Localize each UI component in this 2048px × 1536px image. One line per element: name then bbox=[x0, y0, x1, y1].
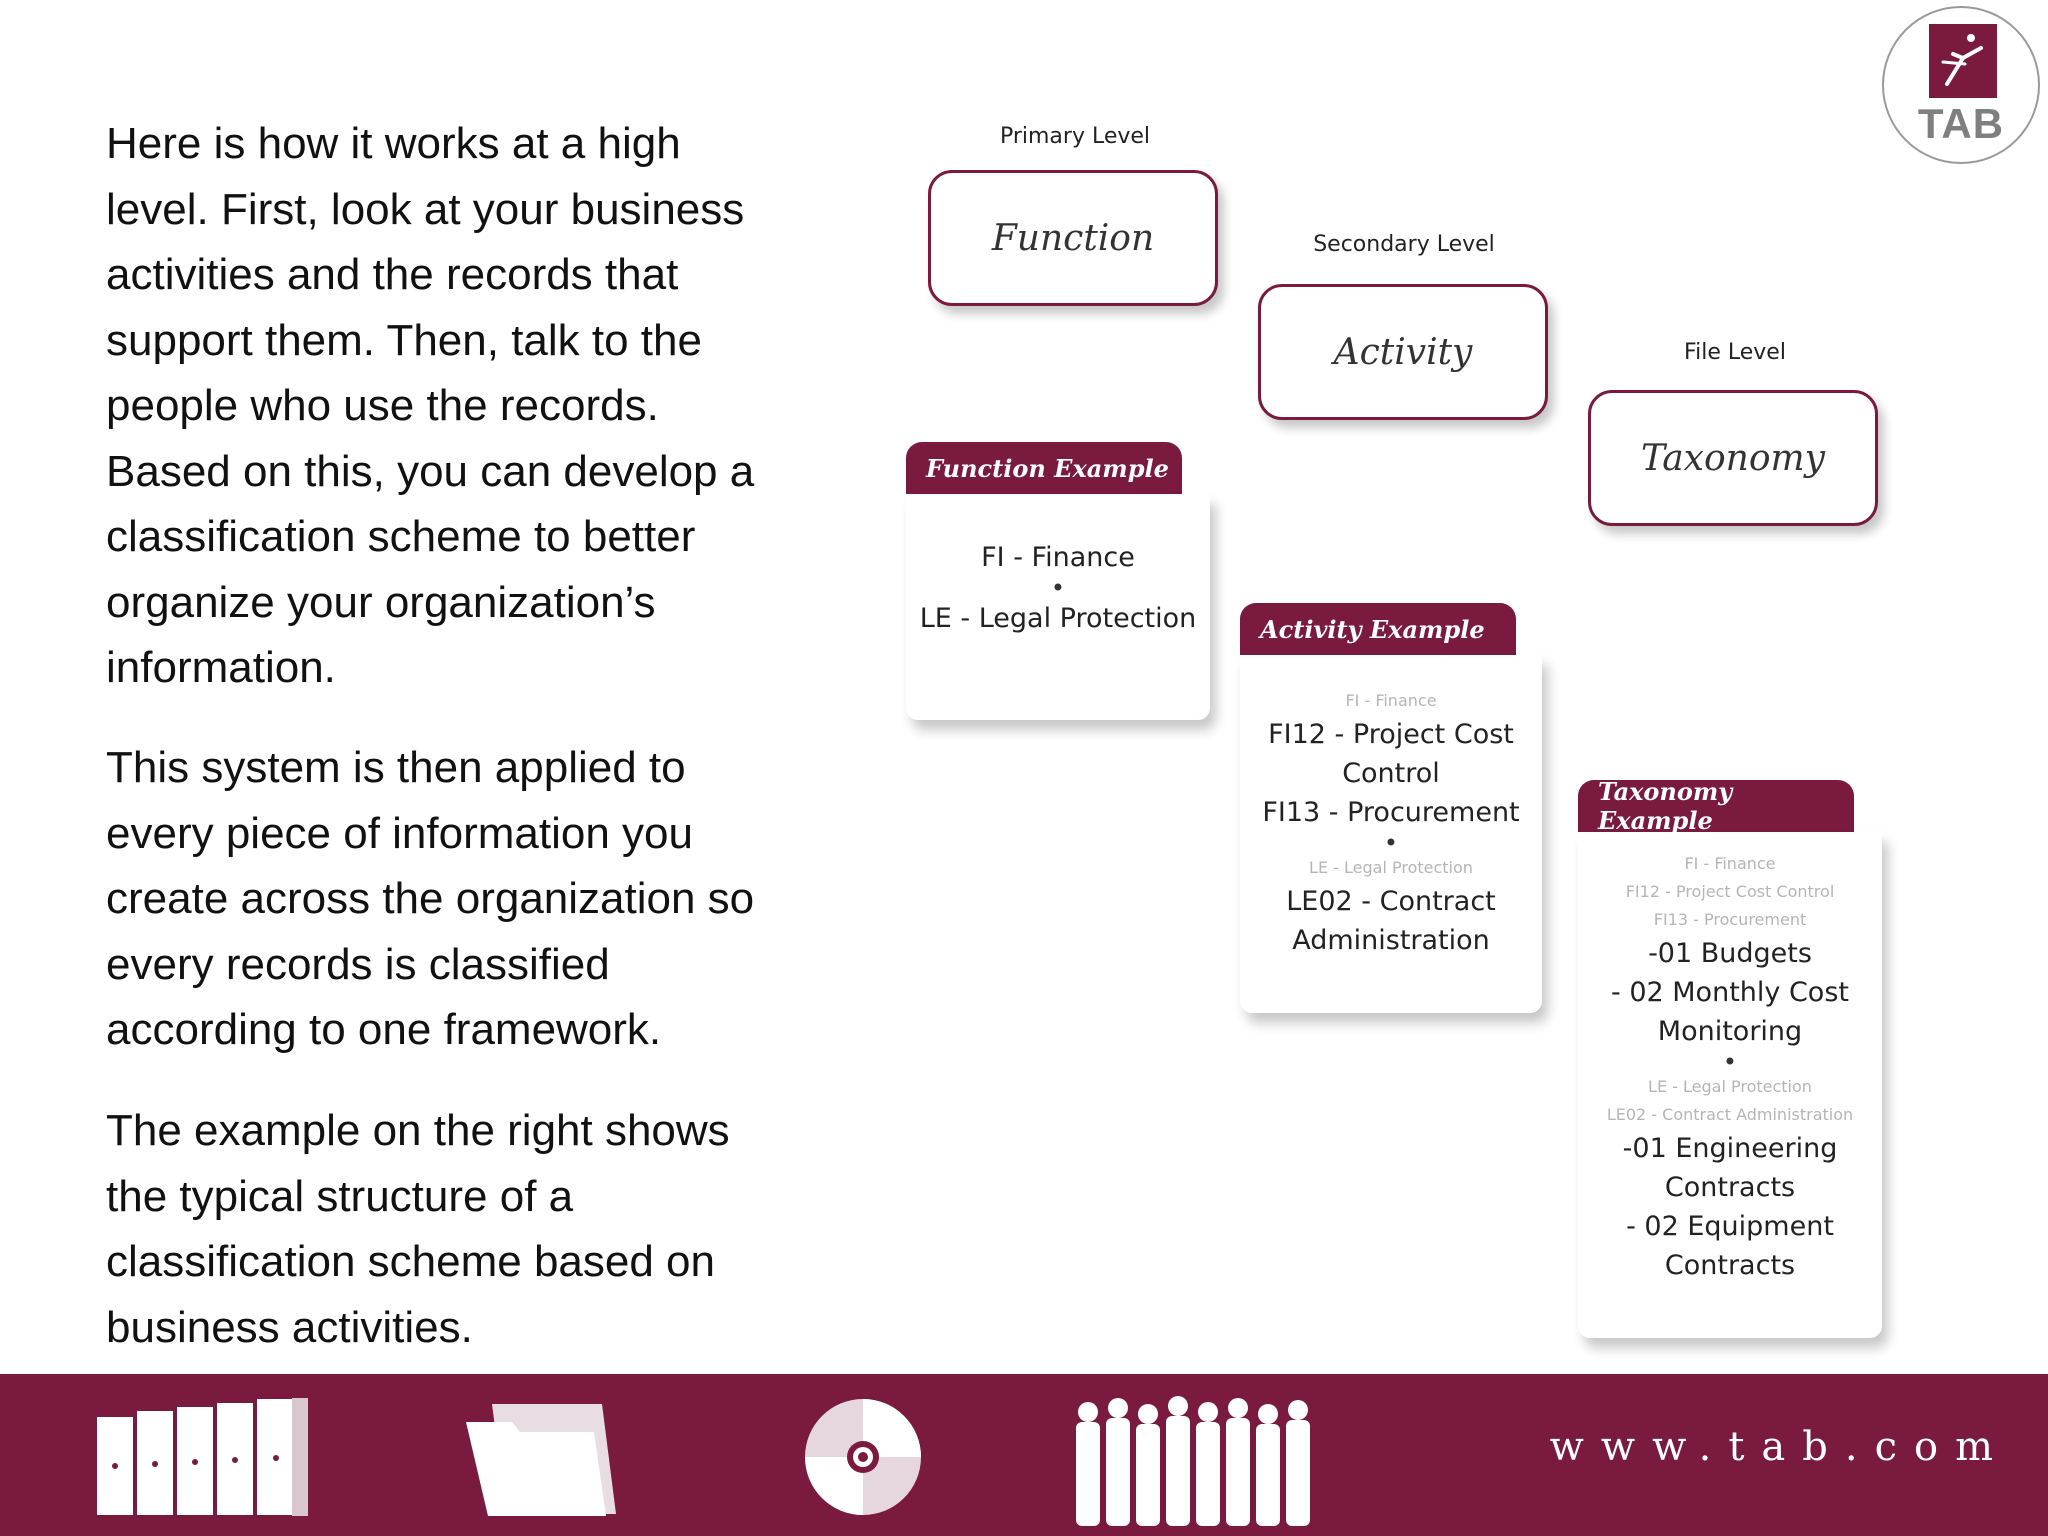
taxonomy-example-line: Monitoring bbox=[1657, 1016, 1803, 1047]
secondary-level-label: Secondary Level bbox=[1313, 232, 1495, 257]
taxonomy-level-box: Taxonomy bbox=[1588, 390, 1878, 526]
function-level-box: Function bbox=[928, 170, 1218, 306]
taxonomy-example-line: - 02 Monthly Cost bbox=[1611, 977, 1849, 1008]
taxonomy-example-line: Contracts bbox=[1664, 1172, 1796, 1203]
taxonomy-example-faint: LE - Legal Protection bbox=[1648, 1077, 1812, 1096]
activity-example-line: FI12 - Project Cost bbox=[1268, 719, 1514, 750]
people-icon bbox=[1070, 1394, 1332, 1533]
bullet: • bbox=[1383, 829, 1399, 857]
activity-example-faint: LE - Legal Protection bbox=[1309, 858, 1473, 877]
activity-example-card: FI - Finance FI12 - Project Cost Control… bbox=[1240, 655, 1542, 1013]
bullet: • bbox=[1050, 574, 1066, 602]
folder-icon bbox=[462, 1398, 622, 1525]
function-example-line: LE - Legal Protection bbox=[919, 603, 1197, 634]
activity-example-line: Administration bbox=[1292, 925, 1490, 956]
taxonomy-example-faint: FI12 - Project Cost Control bbox=[1625, 882, 1835, 901]
taxonomy-example-line: Contracts bbox=[1664, 1250, 1796, 1281]
example-paragraph: The example on the right shows the typic… bbox=[106, 1106, 730, 1352]
filing-shelves-icon bbox=[92, 1396, 314, 1525]
taxonomy-example-line: -01 Budgets bbox=[1648, 938, 1812, 969]
activity-example-line: Control bbox=[1342, 758, 1440, 789]
file-level-label: File Level bbox=[1684, 340, 1786, 365]
logo-text: TAB bbox=[1917, 100, 2005, 147]
function-example-line: FI - Finance bbox=[981, 542, 1135, 573]
taxonomy-example-faint: FI13 - Procurement bbox=[1653, 910, 1807, 929]
footer-bar: www.tab.com bbox=[0, 1374, 2048, 1536]
intro-paragraph: Here is how it works at a high level. Fi… bbox=[106, 119, 755, 692]
taxonomy-example-title: Taxonomy Example bbox=[1578, 777, 1854, 835]
logo-mark-icon bbox=[1929, 24, 1997, 98]
taxonomy-example-line: -01 Engineering bbox=[1622, 1133, 1838, 1164]
activity-example-title: Activity Example bbox=[1240, 603, 1516, 655]
taxonomy-example-line: - 02 Equipment bbox=[1626, 1211, 1834, 1242]
activity-example-faint: FI - Finance bbox=[1345, 691, 1437, 710]
website-url[interactable]: www.tab.com bbox=[1549, 1424, 2010, 1470]
activity-example-line: LE02 - Contract bbox=[1286, 886, 1496, 917]
primary-level-label: Primary Level bbox=[999, 124, 1151, 149]
taxonomy-example-faint: LE02 - Contract Administration bbox=[1606, 1105, 1854, 1124]
cd-icon bbox=[802, 1396, 924, 1523]
function-example-card: FI - Finance • LE - Legal Protection bbox=[906, 494, 1210, 720]
function-example-title: Function Example bbox=[906, 442, 1182, 494]
activity-level-box: Activity bbox=[1258, 284, 1548, 420]
taxonomy-example-faint: FI - Finance bbox=[1684, 854, 1776, 873]
taxonomy-example-card: FI - Finance FI12 - Project Cost Control… bbox=[1578, 832, 1882, 1338]
activity-example-line: FI13 - Procurement bbox=[1262, 797, 1520, 828]
tab-logo: TAB bbox=[1882, 6, 2040, 164]
bullet: • bbox=[1722, 1048, 1738, 1076]
system-paragraph: This system is then applied to every pie… bbox=[106, 743, 755, 1054]
